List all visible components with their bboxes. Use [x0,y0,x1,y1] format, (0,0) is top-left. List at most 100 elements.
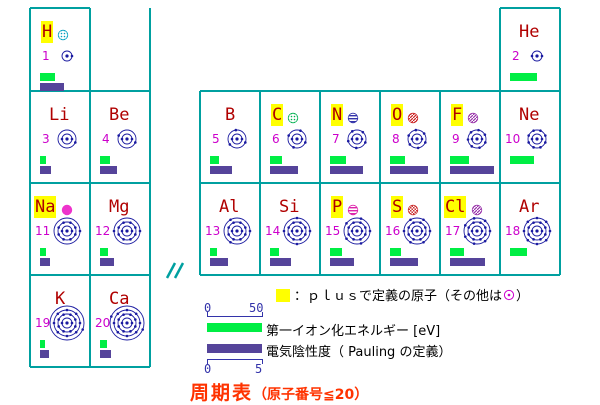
electron [292,221,295,224]
electron [466,138,470,141]
electron [299,238,302,241]
nucleus [125,137,129,141]
nucleus [535,54,539,58]
electron [129,238,132,241]
atomic-number: 8 [392,132,400,146]
electronegativity-bar [100,350,111,358]
electron [57,325,60,328]
electron [345,222,348,225]
ionization-energy-bar [330,248,342,256]
electron [292,238,295,241]
electron [116,330,120,334]
electron [62,313,65,316]
element-symbol: S [391,196,404,218]
electron [69,313,72,316]
electron [290,137,294,141]
atom-type-dot-icon [61,201,73,216]
electron [70,229,74,233]
electronegativity-bar [330,166,364,174]
electron [74,233,77,236]
electronegativity-legend-label: 電気陰性度（ Pauling の定義） [266,345,452,360]
electron [532,238,535,241]
electron [409,218,412,222]
electron [479,221,482,224]
electron [74,325,77,328]
electron [57,318,60,321]
electron-shell [57,313,77,333]
electron [527,134,530,137]
atom-model-icon [112,217,142,245]
electron [81,328,85,331]
nucleus [355,229,359,233]
atom-model-icon [109,305,145,341]
electron [287,226,290,229]
scale-bottom-line [207,359,263,360]
electron [359,217,363,220]
electron [57,233,60,236]
plus-legend-text: ：ｐｌｕｓで定義の原子（その他は [294,289,503,304]
electron [472,242,476,245]
electron [304,141,307,144]
electron [117,134,120,137]
element-symbol: C [271,104,284,126]
electron [412,238,415,241]
atom-model-icon [49,305,85,341]
electronegativity-bar [270,166,299,174]
electron [470,137,474,141]
ionization-energy-bar [100,248,109,256]
electron [409,240,412,244]
electron [122,221,125,224]
electron [229,240,232,244]
electron [544,141,547,144]
electron [62,238,65,241]
electron [364,226,367,229]
electron [470,229,474,233]
electron [129,313,132,316]
electron [527,141,530,144]
electron [530,229,534,233]
electron [112,321,116,325]
electron [469,130,473,134]
atom-model-icon [57,129,77,149]
electron [230,229,234,233]
element-symbol: Si [279,197,300,217]
electron [483,133,487,136]
electron [239,238,242,241]
nucleus [235,137,239,141]
electron [544,238,548,242]
electron [364,141,367,144]
electron [522,229,526,233]
atomic-number: 5 [212,132,220,146]
atom-model-icon [53,217,82,245]
electron [134,325,137,328]
electron [57,226,60,229]
electron [526,220,530,224]
electronegativity-bar [40,350,50,358]
electron [364,233,367,236]
scale-bottom-min: 0 [204,362,212,376]
electron [539,238,542,241]
electron [69,221,72,224]
ionization-energy-bar [100,340,107,348]
atom-model-icon [530,50,544,62]
atomic-number: 18 [505,224,521,238]
nucleus [125,321,129,325]
electron [69,238,72,241]
electron [345,237,348,240]
atomic-number: 4 [102,132,110,146]
element-symbol: Al [219,197,240,217]
atomic-number: 2 [512,49,520,63]
electron [244,233,247,236]
electron [74,330,78,334]
ionization-energy-bar [40,248,46,256]
other-atom-icon [503,289,515,301]
atomic-number: 17 [445,224,461,238]
